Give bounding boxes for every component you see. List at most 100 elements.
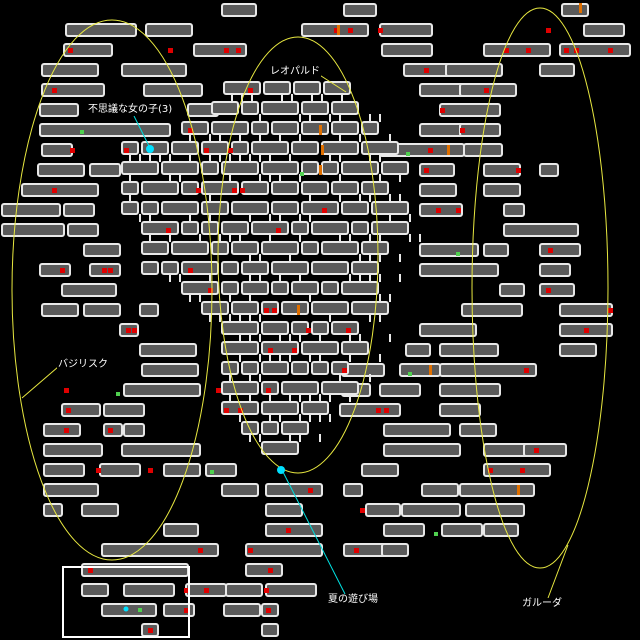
green-square-icon: [80, 130, 84, 134]
map-room: [439, 343, 499, 357]
map-room: [271, 201, 299, 215]
map-room: [341, 341, 369, 355]
overlay-layer: [11, 7, 609, 638]
map-room: [41, 143, 73, 157]
map-room: [281, 381, 319, 395]
map-room: [379, 23, 433, 37]
map-room: [331, 121, 359, 135]
green-square-icon: [300, 172, 304, 176]
red-square-icon: [52, 88, 57, 93]
red-square-icon: [168, 48, 173, 53]
red-square-icon: [204, 588, 209, 593]
map-room: [503, 223, 579, 237]
map-room: [145, 23, 193, 37]
mystery-girl-spot-icon: [146, 145, 154, 153]
cyan-circle-icon: [123, 606, 129, 612]
map-room: [141, 181, 179, 195]
map-room: [365, 503, 401, 517]
map-room: [251, 141, 289, 155]
red-square-icon: [504, 48, 509, 53]
map-room: [291, 281, 319, 295]
red-square-icon: [208, 288, 213, 293]
map-room: [463, 143, 503, 157]
map-room: [123, 423, 145, 437]
leopard-leader-line: [317, 73, 347, 93]
map-room: [351, 221, 369, 235]
red-square-icon: [584, 328, 589, 333]
red-square-icon: [384, 408, 389, 413]
map-room: [61, 283, 117, 297]
red-square-icon: [126, 328, 131, 333]
map-room: [439, 383, 501, 397]
map-room: [201, 161, 219, 175]
map-room: [361, 463, 399, 477]
map-room: [245, 543, 323, 557]
map-room: [561, 3, 589, 17]
red-square-icon: [378, 28, 383, 33]
map-room: [201, 201, 229, 215]
map-room: [539, 263, 571, 277]
map-room: [459, 123, 501, 137]
map-room: [331, 181, 359, 195]
red-square-icon: [224, 48, 229, 53]
summer-playground-label: 夏の遊び場: [327, 594, 379, 606]
map-room: [141, 261, 159, 275]
map-room: [121, 201, 139, 215]
map-room: [43, 503, 63, 517]
map-room: [291, 361, 309, 375]
red-square-icon: [272, 308, 277, 313]
map-room: [339, 403, 401, 417]
green-square-icon: [406, 152, 410, 156]
map-room: [37, 163, 85, 177]
map-room: [221, 341, 259, 355]
map-room: [459, 483, 535, 497]
map-room: [301, 241, 319, 255]
red-square-icon: [148, 628, 153, 633]
green-square-icon: [434, 532, 438, 536]
map-room: [41, 83, 105, 97]
map-room: [181, 181, 199, 195]
map-room: [201, 181, 239, 195]
map-room: [181, 261, 219, 275]
red-square-icon: [546, 28, 551, 33]
map-room: [81, 583, 109, 597]
map-room: [271, 281, 289, 295]
map-room: [321, 141, 359, 155]
red-square-icon: [436, 208, 441, 213]
orange-bar-icon: [319, 125, 322, 135]
red-square-icon: [264, 308, 269, 313]
map-room: [383, 423, 451, 437]
orange-bar-icon: [297, 305, 300, 315]
map-room: [221, 381, 259, 395]
map-room: [291, 321, 309, 335]
map-room: [141, 201, 159, 215]
map-room: [301, 181, 329, 195]
map-room: [441, 523, 483, 537]
map-room: [39, 123, 171, 137]
map-room: [465, 503, 525, 517]
orange-bar-icon: [579, 3, 582, 13]
map-room: [483, 243, 509, 257]
map-room: [351, 301, 389, 315]
red-square-icon: [564, 48, 569, 53]
red-square-icon: [440, 108, 445, 113]
map-room: [261, 623, 279, 637]
red-square-icon: [346, 328, 351, 333]
green-square-icon: [210, 470, 214, 474]
red-square-icon: [108, 428, 113, 433]
map-room: [161, 261, 179, 275]
map-room: [1, 203, 61, 217]
map-room: [221, 161, 259, 175]
map-room: [321, 161, 339, 175]
map-room: [445, 63, 503, 77]
map-room: [121, 443, 201, 457]
red-square-icon: [238, 408, 243, 413]
map-room: [401, 503, 461, 517]
map-room: [351, 261, 379, 275]
map-room: [163, 463, 201, 477]
map-room: [383, 523, 425, 537]
map-room: [141, 141, 169, 155]
map-room: [383, 443, 461, 457]
red-square-icon: [524, 368, 529, 373]
